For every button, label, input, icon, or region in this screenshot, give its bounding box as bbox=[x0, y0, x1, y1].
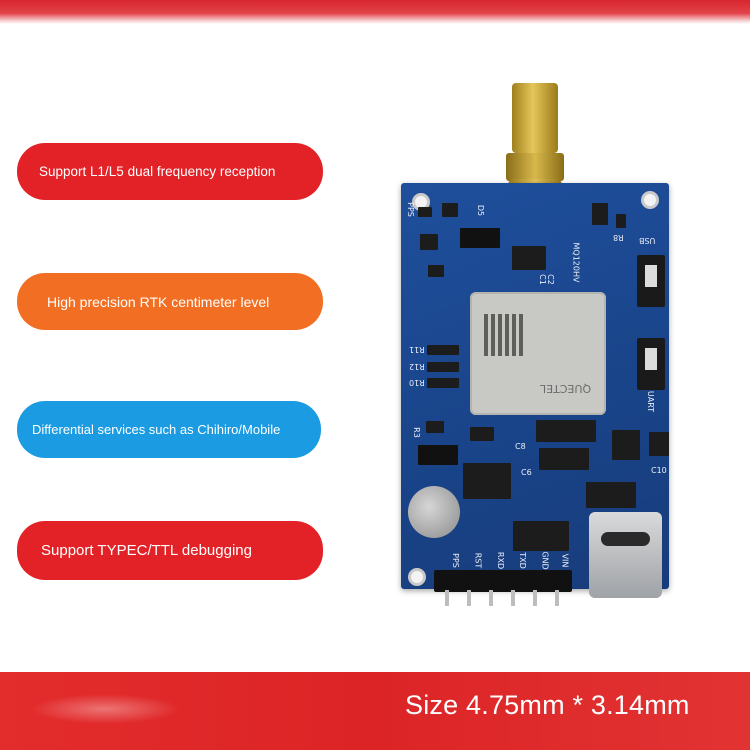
smd-component bbox=[612, 430, 640, 460]
smd-component bbox=[616, 214, 626, 228]
silk-label-c10: C10 bbox=[651, 466, 667, 475]
pin-label-gnd: GND bbox=[540, 551, 550, 570]
bottom-red-banner bbox=[0, 672, 750, 750]
smd-component bbox=[426, 421, 444, 433]
header-pin bbox=[489, 590, 493, 606]
header-pin bbox=[555, 590, 559, 606]
silk-label-r11: R11 bbox=[409, 345, 425, 354]
ic-chip bbox=[463, 463, 511, 499]
size-caption: Size 4.75mm * 3.14mm bbox=[405, 690, 690, 720]
silk-label-r3: R3 bbox=[411, 427, 421, 438]
silk-label-c6: C6 bbox=[521, 468, 532, 477]
feature-pill-differential-services: Differential services such as Chihiro/Mo… bbox=[17, 401, 321, 458]
smd-component bbox=[428, 265, 444, 277]
silk-label-r12: R12 bbox=[409, 362, 425, 371]
pin-header[interactable] bbox=[434, 570, 572, 592]
resistor-r12 bbox=[427, 362, 459, 372]
feature-pill-dual-frequency: Support L1/L5 dual frequency reception bbox=[17, 143, 323, 200]
header-pin bbox=[533, 590, 537, 606]
smd-component bbox=[512, 246, 546, 270]
resistor-r10 bbox=[427, 378, 459, 388]
usb-c-port bbox=[601, 532, 650, 546]
antenna-nut bbox=[506, 153, 564, 181]
header-pin bbox=[467, 590, 471, 606]
pin-label-vin: VIN bbox=[560, 553, 570, 568]
pin-label-rxd: RXD bbox=[496, 551, 506, 570]
pin-label-txd: TXD bbox=[517, 552, 527, 569]
silk-label-c8: C8 bbox=[515, 442, 526, 451]
smd-component bbox=[586, 482, 636, 508]
silk-label-r10: R10 bbox=[409, 378, 425, 387]
smd-component bbox=[420, 234, 438, 250]
silk-label-uart: UART bbox=[646, 390, 656, 413]
smd-component bbox=[470, 427, 494, 441]
smd-component bbox=[418, 445, 458, 465]
feature-pill-typec-ttl: Support TYPEC/TTL debugging bbox=[17, 521, 323, 580]
smd-component bbox=[649, 432, 669, 456]
smd-component bbox=[539, 448, 589, 470]
module-brand: QUECTEL bbox=[540, 382, 592, 395]
top-red-band bbox=[0, 0, 750, 24]
smd-component bbox=[442, 203, 458, 217]
feature-label: Differential services such as Chihiro/Mo… bbox=[32, 422, 281, 437]
banner-highlight bbox=[30, 694, 180, 724]
switch-knob bbox=[645, 348, 657, 370]
silk-label-d5: D5 bbox=[476, 204, 486, 217]
smd-component bbox=[592, 203, 608, 225]
resistor-r11 bbox=[427, 345, 459, 355]
switch-knob bbox=[645, 265, 657, 287]
feature-label: Support TYPEC/TTL debugging bbox=[41, 542, 252, 559]
header-pin bbox=[445, 590, 449, 606]
feature-label: High precision RTK centimeter level bbox=[47, 293, 270, 310]
buzzer-component bbox=[408, 486, 460, 538]
silk-label-pps: PPS bbox=[405, 202, 415, 217]
feature-label: Support L1/L5 dual frequency reception bbox=[39, 164, 276, 179]
qr-code-icon bbox=[484, 314, 526, 356]
mount-hole bbox=[408, 568, 426, 586]
feature-pill-rtk: High precision RTK centimeter level bbox=[17, 273, 323, 330]
usb-c-connector[interactable] bbox=[589, 512, 662, 598]
silk-label-module: MQ120HV bbox=[571, 242, 581, 283]
gnss-module: QUECTEL bbox=[470, 292, 606, 415]
smd-component bbox=[513, 521, 569, 551]
uart-slide-switch[interactable] bbox=[637, 338, 665, 390]
pin-label-pps: PPS bbox=[450, 553, 460, 568]
pin-label-rst: RST bbox=[473, 552, 483, 569]
silk-label-c2: C2 bbox=[545, 274, 555, 285]
smd-component bbox=[418, 207, 432, 217]
led-d5 bbox=[460, 228, 500, 248]
antenna-body bbox=[512, 83, 558, 153]
silk-label-usb: USB bbox=[639, 236, 656, 245]
smd-component bbox=[536, 420, 596, 442]
silk-label-r8: R8 bbox=[613, 233, 624, 242]
usb-slide-switch[interactable] bbox=[637, 255, 665, 307]
header-pin bbox=[511, 590, 515, 606]
mount-hole bbox=[641, 191, 659, 209]
